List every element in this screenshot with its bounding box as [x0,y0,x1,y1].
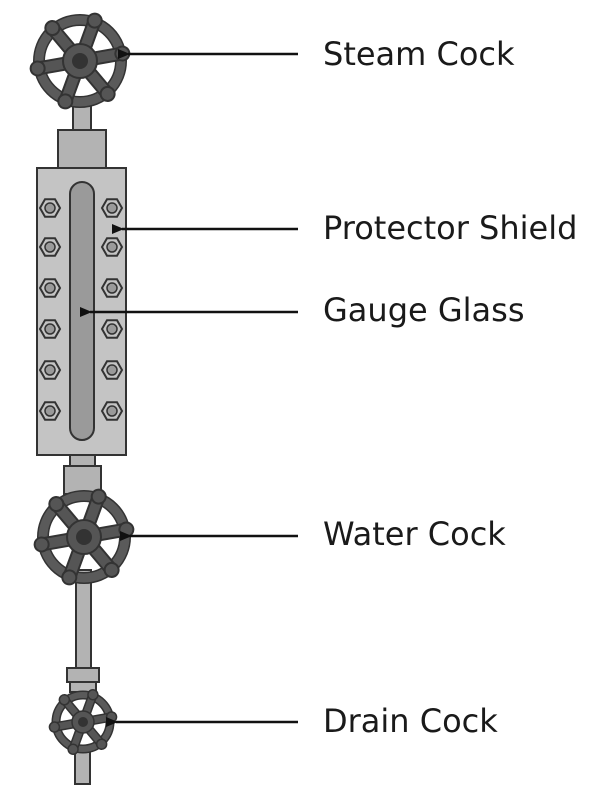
water-cock-handwheel-icon [33,488,135,586]
hex-bolt-icon [38,360,62,380]
steam-cock-stem [72,104,92,134]
hex-bolt-icon [38,198,62,218]
hex-bolt-icon [38,237,62,257]
hex-bolt-icon [100,237,124,257]
hex-bolt-icon [100,278,124,298]
protector-shield-label: Protector Shield [323,209,577,247]
hex-bolt-icon [38,278,62,298]
drain-cock-handwheel-icon [48,688,118,756]
hex-bolt-icon [100,198,124,218]
hex-bolt-icon [100,360,124,380]
hex-bolt-icon [100,401,124,421]
hex-bolt-icon [38,319,62,339]
drain-cock-label: Drain Cock [323,702,498,740]
gauge-glass-label: Gauge Glass [323,291,525,329]
bottom-outlet [74,751,91,785]
top-fitting [57,129,107,169]
shield-bolts [38,198,124,421]
drain-pipe [75,569,92,671]
hex-bolt-icon [38,401,62,421]
water-cock-label: Water Cock [323,515,506,553]
steam-cock-label: Steam Cock [323,35,515,73]
steam-cock-handwheel-icon [29,12,131,110]
hex-bolt-icon [100,319,124,339]
drain-fitting [66,667,100,683]
